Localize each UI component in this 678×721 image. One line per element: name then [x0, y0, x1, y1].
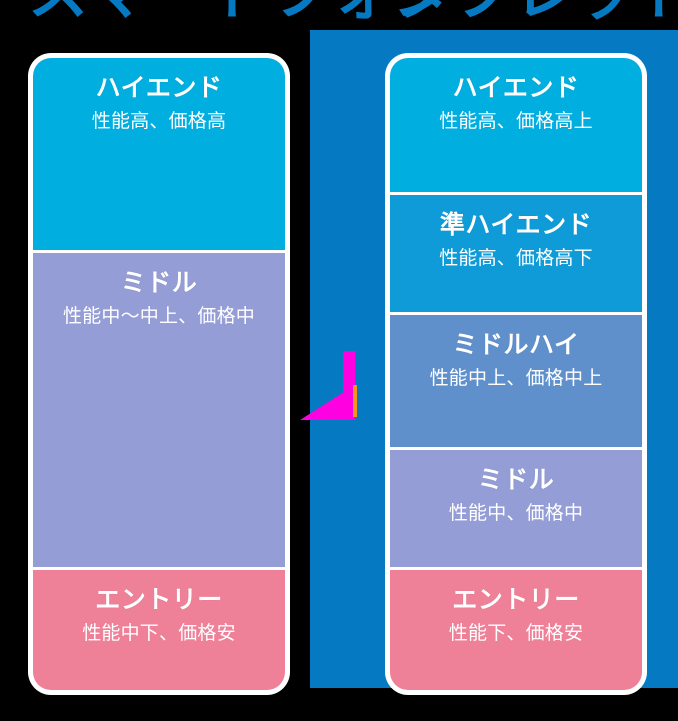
- header-band: スマートフォン タブレット: [0, 0, 678, 48]
- magenta-arrow-triangle-icon: [300, 385, 355, 420]
- tier-band-title: エントリー: [452, 586, 580, 614]
- left-column: ハイエンド性能高、価格高ミドル性能中〜中上、価格中エントリー性能中下、価格安: [33, 58, 285, 690]
- tier-band-title: ハイエンド: [95, 74, 223, 102]
- tier-band-title: 準ハイエンド: [439, 211, 593, 239]
- tier-band-description: 性能高、価格高上: [439, 110, 593, 132]
- tier-band-middle-high[interactable]: ミドルハイ性能中上、価格中上: [390, 315, 642, 450]
- tier-band-description: 性能高、価格高: [91, 110, 227, 132]
- tier-band-description: 性能中下、価格安: [82, 622, 236, 644]
- tier-band-entry[interactable]: エントリー性能中下、価格安: [33, 570, 285, 690]
- backdrop-step-panel: [310, 388, 370, 688]
- header-title-right: タブレット: [392, 0, 678, 30]
- tier-band-middle[interactable]: ミドル性能中、価格中: [390, 450, 642, 570]
- tier-band-description: 性能高、価格高下: [439, 247, 593, 269]
- right-column: ハイエンド性能高、価格高上準ハイエンド性能高、価格高下ミドルハイ性能中上、価格中…: [390, 58, 642, 690]
- tier-band-description: 性能下、価格安: [448, 622, 584, 644]
- tier-band-description: 性能中、価格中: [448, 502, 584, 524]
- header-title-left: スマートフォン: [28, 0, 453, 30]
- tier-band-title: エントリー: [95, 586, 223, 614]
- tier-band-high-end[interactable]: ハイエンド性能高、価格高上: [390, 58, 642, 195]
- tier-band-high-end[interactable]: ハイエンド性能高、価格高: [33, 58, 285, 253]
- tier-band-middle[interactable]: ミドル性能中〜中上、価格中: [33, 253, 285, 570]
- tier-band-description: 性能中上、価格中上: [429, 367, 603, 389]
- tier-band-title: ミドルハイ: [452, 331, 580, 359]
- tier-band-title: ハイエンド: [452, 74, 580, 102]
- tier-band-title: ミドル: [477, 466, 555, 494]
- tier-band-entry[interactable]: エントリー性能下、価格安: [390, 570, 642, 690]
- tier-band-description: 性能中〜中上、価格中: [62, 305, 255, 327]
- tier-band-sub-high-end[interactable]: 準ハイエンド性能高、価格高下: [390, 195, 642, 315]
- tier-band-title: ミドル: [120, 269, 198, 297]
- orange-accent-bar: [353, 385, 357, 417]
